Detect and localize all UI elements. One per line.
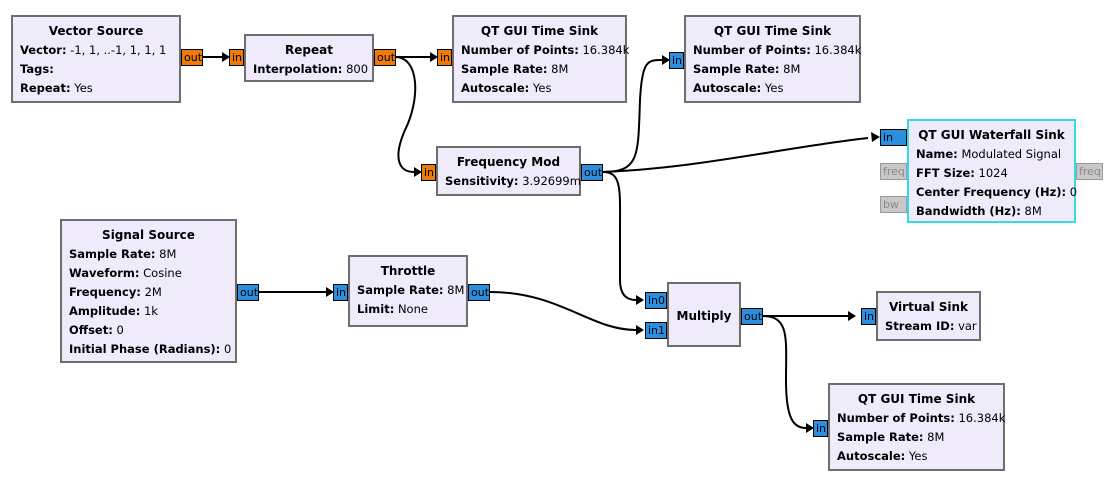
virtual-sink-in-port[interactable]: in	[861, 308, 876, 325]
param-sample-rate: Sample Rate: 8M	[69, 247, 177, 261]
multiply-in1-port[interactable]: in1	[645, 322, 667, 339]
param-waveform: Waveform: Cosine	[69, 266, 182, 280]
param-sample-rate: Sample Rate: 8M	[357, 283, 465, 297]
param-name: Name: Modulated Signal	[916, 147, 1062, 161]
block-title: QT GUI Time Sink	[480, 24, 599, 38]
block-title: Frequency Mod	[456, 155, 561, 169]
vector-source-out-port[interactable]: out	[181, 49, 203, 66]
wire-multiply-timesink3	[762, 315, 807, 429]
param-number-of-points: Number of Points: 16.384k	[837, 411, 1006, 425]
vector-source-block[interactable]: Vector Source Vector: -1, 1, ..-1, 1, 1,…	[11, 15, 181, 103]
param-interpolation: Interpolation: 800	[253, 62, 369, 76]
param-number-of-points: Number of Points: 16.384k	[693, 43, 862, 57]
qt-gui-time-sink-block-2[interactable]: QT GUI Time Sink Number of Points: 16.38…	[684, 15, 861, 103]
param-autoscale: Autoscale: Yes	[693, 81, 784, 95]
param-sample-rate: Sample Rate: 8M	[837, 430, 945, 444]
qt-gui-time-sink-block-1[interactable]: QT GUI Time Sink Number of Points: 16.38…	[452, 15, 630, 103]
repeat-block[interactable]: Repeat Interpolation: 800	[244, 34, 374, 82]
freq-mod-in-port[interactable]: in	[421, 164, 436, 181]
wire-freqmod-multiply	[602, 171, 637, 301]
throttle-block[interactable]: Throttle Sample Rate: 8M Limit: None	[348, 255, 468, 327]
multiply-out-port[interactable]: out	[741, 308, 763, 325]
wire-freqmod-timesink2	[602, 59, 663, 173]
block-title: QT GUI Time Sink	[713, 24, 832, 38]
block-title: QT GUI Waterfall Sink	[918, 128, 1065, 142]
wire-throttle-multiply	[489, 291, 637, 331]
repeat-in-port[interactable]: in	[229, 49, 244, 66]
multiply-in0-port[interactable]: in0	[645, 292, 667, 309]
param-autoscale: Autoscale: Yes	[837, 449, 928, 463]
param-frequency: Frequency: 2M	[69, 285, 162, 299]
param-repeat: Repeat: Yes	[20, 81, 93, 95]
wire-freqmod-waterfall	[602, 137, 869, 173]
param-sensitivity: Sensitivity: 3.92699m	[445, 174, 581, 188]
signal-source-out-port[interactable]: out	[237, 284, 259, 301]
param-bandwidth: Bandwidth (Hz): 8M	[916, 204, 1042, 218]
qt-gui-time-sink-block-3[interactable]: QT GUI Time Sink Number of Points: 16.38…	[828, 383, 1005, 471]
param-amplitude: Amplitude: 1k	[69, 304, 158, 318]
param-stream-id: Stream ID: var	[885, 319, 977, 333]
block-title: Vector Source	[48, 24, 144, 38]
block-title: Multiply	[676, 309, 732, 323]
param-limit: Limit: None	[357, 302, 428, 316]
param-offset: Offset: 0	[69, 323, 124, 337]
throttle-in-port[interactable]: in	[333, 284, 348, 301]
param-number-of-points: Number of Points: 16.384k	[461, 43, 630, 57]
signal-source-block[interactable]: Signal Source Sample Rate: 8M Waveform: …	[60, 219, 237, 363]
param-center-frequency: Center Frequency (Hz): 0	[916, 185, 1078, 199]
param-initial-phase: Initial Phase (Radians): 0	[69, 342, 232, 356]
block-title: Throttle	[380, 264, 436, 278]
param-sample-rate: Sample Rate: 8M	[693, 62, 801, 76]
time-sink-1-in-port[interactable]: in	[437, 49, 452, 66]
virtual-sink-block[interactable]: Virtual Sink Stream ID: var	[876, 291, 981, 341]
qt-gui-waterfall-sink-block[interactable]: QT GUI Waterfall Sink Name: Modulated Si…	[907, 119, 1078, 223]
repeat-out-port[interactable]: out	[374, 49, 396, 66]
waterfall-freq-in-port[interactable]: freq	[880, 163, 907, 180]
waterfall-freq-out-port[interactable]: freq	[1076, 163, 1103, 180]
wire-repeat-freqmod	[394, 56, 417, 173]
param-tags: Tags:	[20, 62, 54, 76]
block-title: Virtual Sink	[888, 300, 969, 314]
time-sink-3-in-port[interactable]: in	[813, 420, 828, 437]
block-title: QT GUI Time Sink	[857, 392, 976, 406]
block-title: Repeat	[285, 43, 333, 57]
param-vector: Vector: -1, 1, ..-1, 1, 1, 1	[20, 43, 167, 57]
multiply-block[interactable]: Multiply	[667, 282, 741, 347]
param-autoscale: Autoscale: Yes	[461, 81, 552, 95]
throttle-out-port[interactable]: out	[468, 284, 490, 301]
param-sample-rate: Sample Rate: 8M	[461, 62, 569, 76]
time-sink-2-in-port[interactable]: in	[669, 52, 684, 69]
waterfall-bw-in-port[interactable]: bw	[880, 196, 907, 213]
waterfall-in-port[interactable]: in	[880, 129, 907, 146]
param-fft-size: FFT Size: 1024	[916, 166, 1008, 180]
freq-mod-out-port[interactable]: out	[581, 164, 603, 181]
frequency-mod-block[interactable]: Frequency Mod Sensitivity: 3.92699m	[436, 146, 581, 196]
block-title: Signal Source	[102, 228, 195, 242]
